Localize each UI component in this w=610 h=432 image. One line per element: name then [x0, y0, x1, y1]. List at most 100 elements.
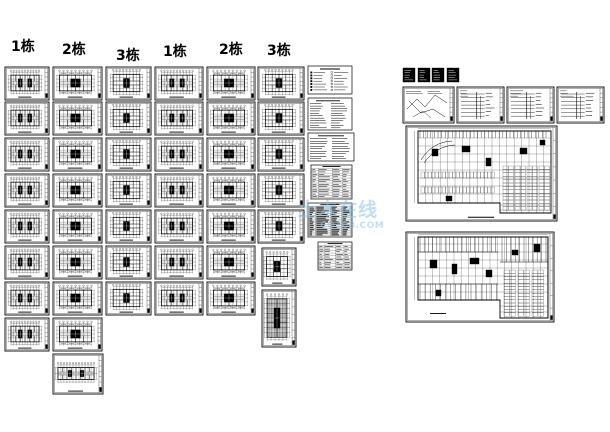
sheet-border	[4, 137, 50, 172]
axis-bubble	[169, 212, 172, 215]
axis-bubble	[10, 104, 12, 107]
floor-plan-sheet	[105, 245, 152, 280]
axis-bubble	[26, 176, 29, 179]
axis-bubble	[267, 211, 270, 214]
axis-bubble	[274, 68, 277, 71]
building-label: 2栋	[219, 42, 243, 58]
axis-bubble	[87, 362, 89, 365]
building-outline	[59, 74, 92, 92]
building-outline	[112, 144, 141, 164]
axis-bubble	[128, 175, 131, 178]
axis-bubble	[239, 104, 242, 107]
axis-bubble	[166, 69, 169, 72]
axis-bubble	[163, 69, 166, 72]
building-outline	[59, 181, 92, 199]
axis-bubble	[18, 212, 21, 215]
axis-bubble	[163, 176, 166, 179]
axis-bubble	[35, 212, 38, 215]
axis-bubble	[26, 212, 29, 215]
axis-bubble	[243, 104, 246, 107]
axis-bubble	[179, 212, 182, 215]
sheet-inner-frame	[259, 139, 303, 170]
title-block-stamp	[251, 128, 254, 133]
axis-bubble	[122, 68, 125, 71]
title-block-stamp	[45, 128, 48, 133]
axis-bubble	[271, 175, 274, 178]
title-block-stamp	[251, 272, 254, 277]
axis-bubble	[66, 212, 69, 215]
axis-bubble	[128, 139, 131, 142]
axis-bubble	[26, 69, 29, 72]
axis-bubble	[15, 284, 18, 287]
sheet-inner-frame	[156, 175, 202, 206]
axis-bubble	[74, 248, 77, 251]
building-outline	[57, 367, 95, 380]
stair-core	[519, 147, 528, 155]
axis-bubble	[66, 320, 69, 323]
axis-bubble	[169, 176, 172, 179]
sheet-inner-frame	[208, 175, 254, 206]
axis-bubble	[12, 248, 15, 251]
floor-plan-sheet	[154, 209, 204, 244]
axis-bubble	[284, 175, 287, 178]
axis-bubble	[231, 176, 234, 179]
axis-bubble	[70, 284, 73, 287]
axis-bubble	[163, 284, 166, 287]
axis-bubble	[21, 212, 24, 215]
legend-symbol	[330, 77, 333, 80]
axis-bubble	[18, 284, 21, 287]
axis-bubble	[75, 362, 77, 365]
building-outline	[213, 181, 245, 199]
axis-bubble	[78, 140, 81, 143]
axis-bubble	[182, 212, 185, 215]
axis-bubble	[160, 284, 163, 287]
legend-symbol	[310, 71, 313, 74]
axis-bubble	[12, 140, 15, 143]
axis-bubble	[90, 140, 93, 143]
sheet-border	[154, 173, 204, 208]
axis-bubble	[185, 69, 188, 72]
axis-bubble	[231, 212, 234, 215]
building-label: 3栋	[116, 48, 140, 64]
title-block-stamp	[300, 236, 303, 241]
axis-bubble	[18, 69, 21, 72]
axis-bubble	[74, 284, 77, 287]
title-block-stamp	[199, 200, 202, 205]
axis-bubble	[66, 140, 69, 143]
building-outline	[59, 109, 92, 127]
axis-bubble	[188, 104, 191, 107]
axis-bubble	[35, 140, 38, 143]
axis-bubble	[135, 139, 138, 142]
axis-bubble	[216, 69, 219, 72]
sheet-inner-frame	[54, 355, 102, 393]
axis-bubble	[38, 284, 40, 287]
floor-plan-sheet	[154, 245, 204, 280]
axis-bubble	[191, 69, 194, 72]
axis-bubble	[32, 320, 35, 323]
stair-core	[435, 289, 442, 297]
building-outline	[161, 253, 193, 271]
axis-bubble	[81, 362, 83, 365]
axis-bubble	[216, 140, 219, 143]
axis-bubble	[172, 104, 175, 107]
building-outline	[264, 108, 294, 128]
sheet-border	[52, 353, 104, 395]
sheet-inner-frame	[263, 291, 295, 346]
title-block-stamp	[300, 200, 303, 205]
building-outline	[266, 298, 288, 338]
axis-bubble	[115, 283, 118, 286]
axis-bubble	[239, 69, 242, 72]
stair-core	[533, 243, 541, 253]
sheet-inner-frame	[156, 211, 202, 242]
axis-bubble	[138, 211, 141, 214]
axis-bubble	[122, 247, 125, 250]
axis-bubble	[191, 140, 194, 143]
axis-bubble	[179, 69, 182, 72]
axis-bubble	[231, 69, 234, 72]
building-outline	[59, 289, 92, 307]
title-block-stamp	[98, 164, 101, 169]
building-outline	[10, 181, 40, 199]
parking-stall	[537, 312, 544, 317]
axis-bubble	[29, 248, 32, 251]
